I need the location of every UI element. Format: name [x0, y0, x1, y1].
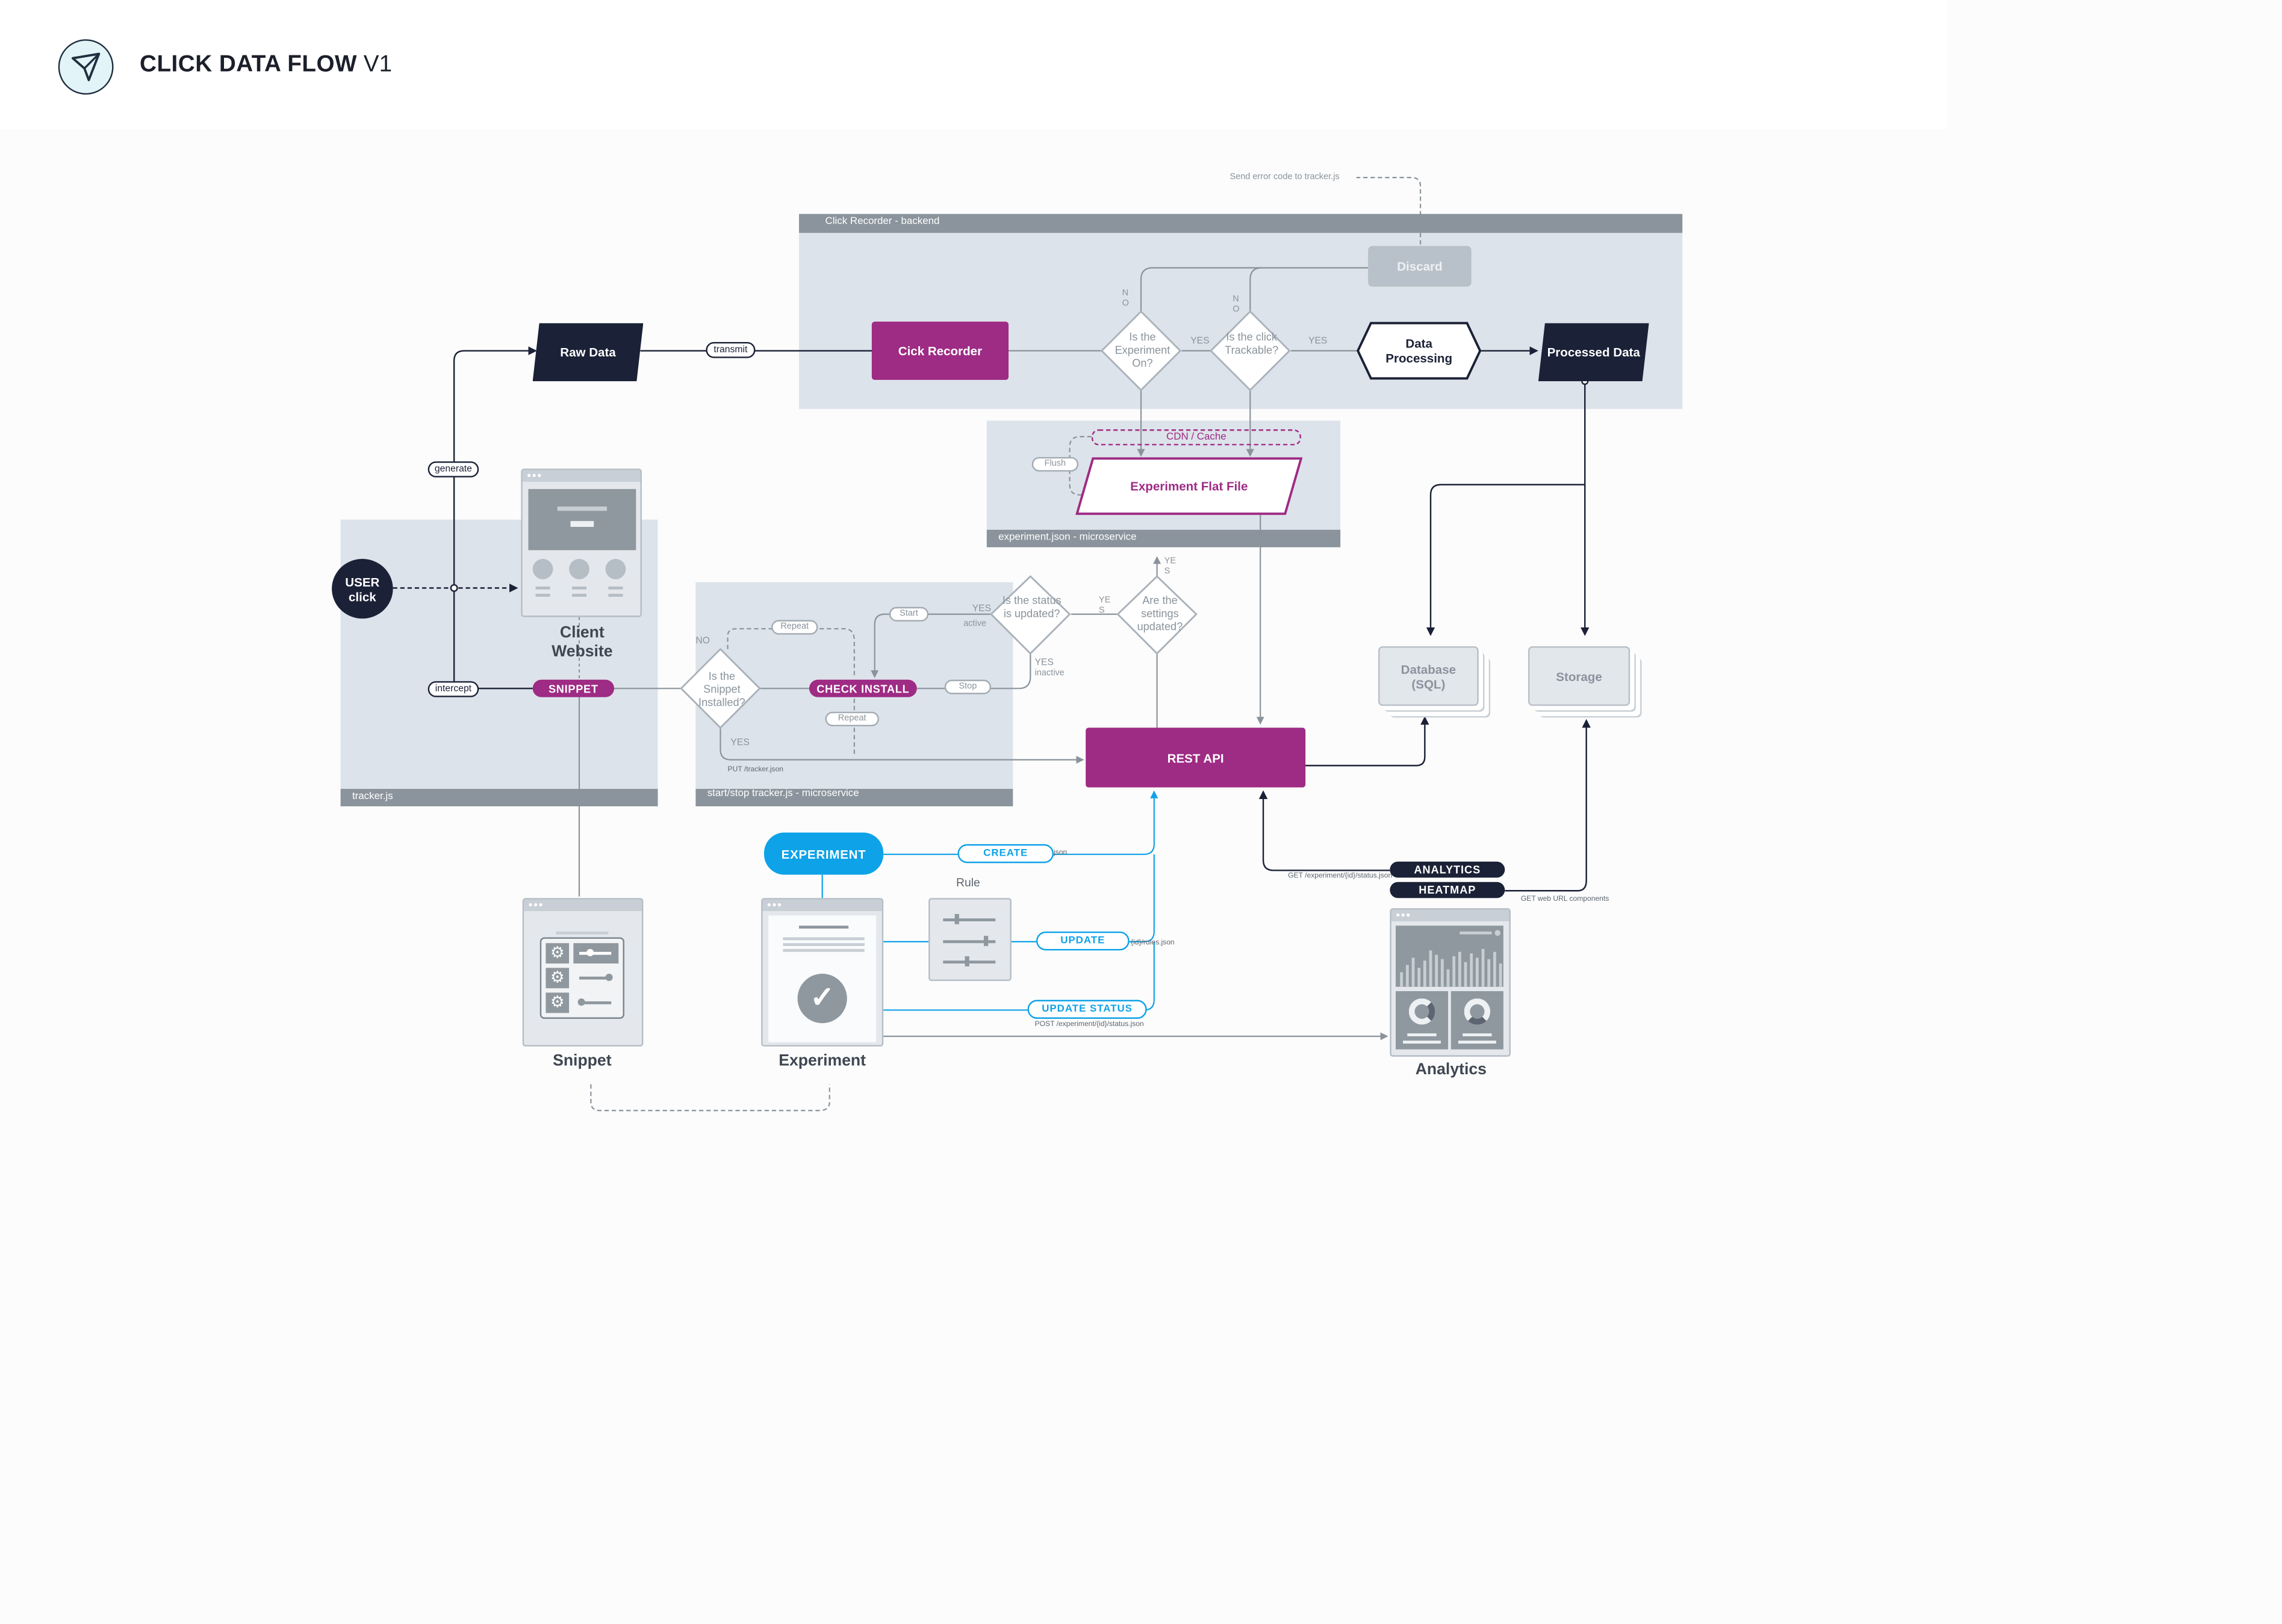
settings-panel: ⚙ ⚙ ⚙ [539, 937, 624, 1019]
client-website-caption: Client Website [524, 624, 640, 662]
yes-label-3: YE S [1098, 597, 1111, 616]
window-titlebar: ●●● [1391, 909, 1509, 922]
send-error-label: Send error code to tracker.js [1230, 173, 1340, 182]
check-install-pill: CHECK INSTALL [809, 679, 917, 697]
backend-area-title: Click Recorder - backend [798, 214, 1683, 233]
processed-data-node: Processed Data [1538, 323, 1649, 382]
trackable-decision: Is the click Trackable? [1225, 330, 1279, 357]
no-label-2: N O [1233, 295, 1240, 315]
paper-plane-icon [58, 39, 114, 95]
snippet-pill: SNIPPET [532, 679, 615, 697]
window-titlebar: ●●● [762, 899, 882, 912]
check-icon: ✓ [797, 974, 847, 1024]
rule-label: Rule [956, 876, 980, 889]
rest-api-node: REST API [1086, 727, 1306, 788]
generate-label: generate [427, 461, 479, 478]
repeat-label-top: Repeat [771, 620, 818, 635]
yes-active-label: YES [972, 604, 992, 615]
experiment-caption: Experiment [779, 1052, 866, 1070]
update-status-label: UPDATE STATUS [1027, 1000, 1147, 1019]
snippet-caption: Snippet [553, 1052, 612, 1070]
client-website-caption-line1: Client [559, 624, 605, 642]
experiment-window: ●●● ✓ [761, 898, 884, 1047]
experiment-on-decision: Is the Experiment On? [1115, 330, 1171, 370]
startstop-area-title: start/stop tracker.js - microservice [695, 789, 1013, 807]
rule-card [928, 898, 1012, 982]
flush-label: Flush [1031, 456, 1079, 472]
no-label-1: N O [1122, 290, 1129, 309]
experiment-pill: EXPERIMENT [763, 832, 884, 875]
intercept-label: intercept [427, 681, 479, 697]
analytics-pill: ANALYTICS [1390, 861, 1505, 878]
no-label-3: NO [695, 636, 710, 647]
update-suffix: {id}/rules.json [1131, 939, 1175, 948]
window-titlebar: ●●● [522, 470, 641, 482]
snippet-window: ●●● ⚙ ⚙ ⚙ [522, 898, 644, 1047]
client-website-window: ●●● [521, 468, 642, 617]
client-website-caption-line2: Website [552, 643, 613, 661]
update-button-label: UPDATE [1036, 931, 1130, 951]
data-processing-node: Data Processing [1357, 322, 1482, 380]
microservice-area-title: experiment.json - microservice [986, 529, 1341, 547]
active-label: active [963, 620, 987, 629]
start-label: Start [889, 606, 929, 622]
header-bar: CLICK DATA FLOW V1 [0, 0, 1948, 130]
window-titlebar: ●●● [524, 899, 642, 912]
database-node: Database (SQL) [1378, 646, 1479, 706]
gear-icon: ⚙ [550, 944, 565, 962]
yes-inactive-label: YES [1034, 658, 1054, 668]
status-updated-decision: Is the status is updated? [1002, 594, 1062, 620]
page-title: CLICK DATA FLOW V1 [140, 52, 393, 78]
create-button-label: CREATE [957, 844, 1054, 863]
user-click-line2: click [349, 588, 376, 603]
user-click-node: USER click [332, 559, 393, 619]
donut-chart-icon [1408, 998, 1435, 1025]
feature-circles [532, 559, 635, 603]
click-recorder-node: Cick Recorder [871, 322, 1009, 380]
yes-label-2: YES [1308, 336, 1328, 347]
repeat-label-bottom: Repeat [825, 711, 879, 727]
raw-data-node: Raw Data [532, 323, 644, 382]
flat-file-node: Experiment Flat File [1075, 457, 1303, 515]
heatmap-pill: HEATMAP [1390, 882, 1505, 898]
gear-icon: ⚙ [550, 969, 565, 987]
user-click-line1: USER [345, 574, 380, 589]
storage-node: Storage [1528, 646, 1631, 706]
analytics-caption: Analytics [1415, 1061, 1487, 1079]
bar-chart-icon [1395, 926, 1503, 987]
analytics-window: ●●● [1390, 908, 1511, 1057]
tracker-area-title: tracker.js [340, 789, 658, 807]
post-status-label: POST /experiment/{id}/status.json [1034, 1020, 1144, 1029]
yes-label-4: YE S [1164, 557, 1177, 577]
discard-node: Discard [1368, 246, 1472, 287]
hero-block [528, 489, 636, 550]
create-suffix: json [1053, 848, 1068, 857]
snippet-installed-decision: Is the Snippet Installed? [698, 669, 745, 709]
settings-updated-decision: Are the settings updated? [1137, 594, 1183, 633]
yes-label-1: YES [1190, 336, 1210, 347]
stop-label: Stop [944, 679, 992, 694]
cdn-cache-node: CDN / Cache [1091, 429, 1301, 446]
transmit-label: transmit [706, 342, 756, 358]
data-processing-label: Data Processing [1385, 336, 1453, 366]
donut-chart-icon [1464, 998, 1491, 1025]
yes-label-5: YES [730, 738, 750, 748]
flat-file-label: Experiment Flat File [1130, 479, 1248, 494]
get-web-label: GET web URL components [1520, 895, 1609, 904]
get-status-label: GET /experiment/{id}/status.json [1288, 871, 1393, 881]
gear-icon: ⚙ [550, 994, 565, 1012]
inactive-label: inactive [1034, 669, 1065, 679]
put-tracker-label: PUT /tracker.json [727, 765, 784, 774]
